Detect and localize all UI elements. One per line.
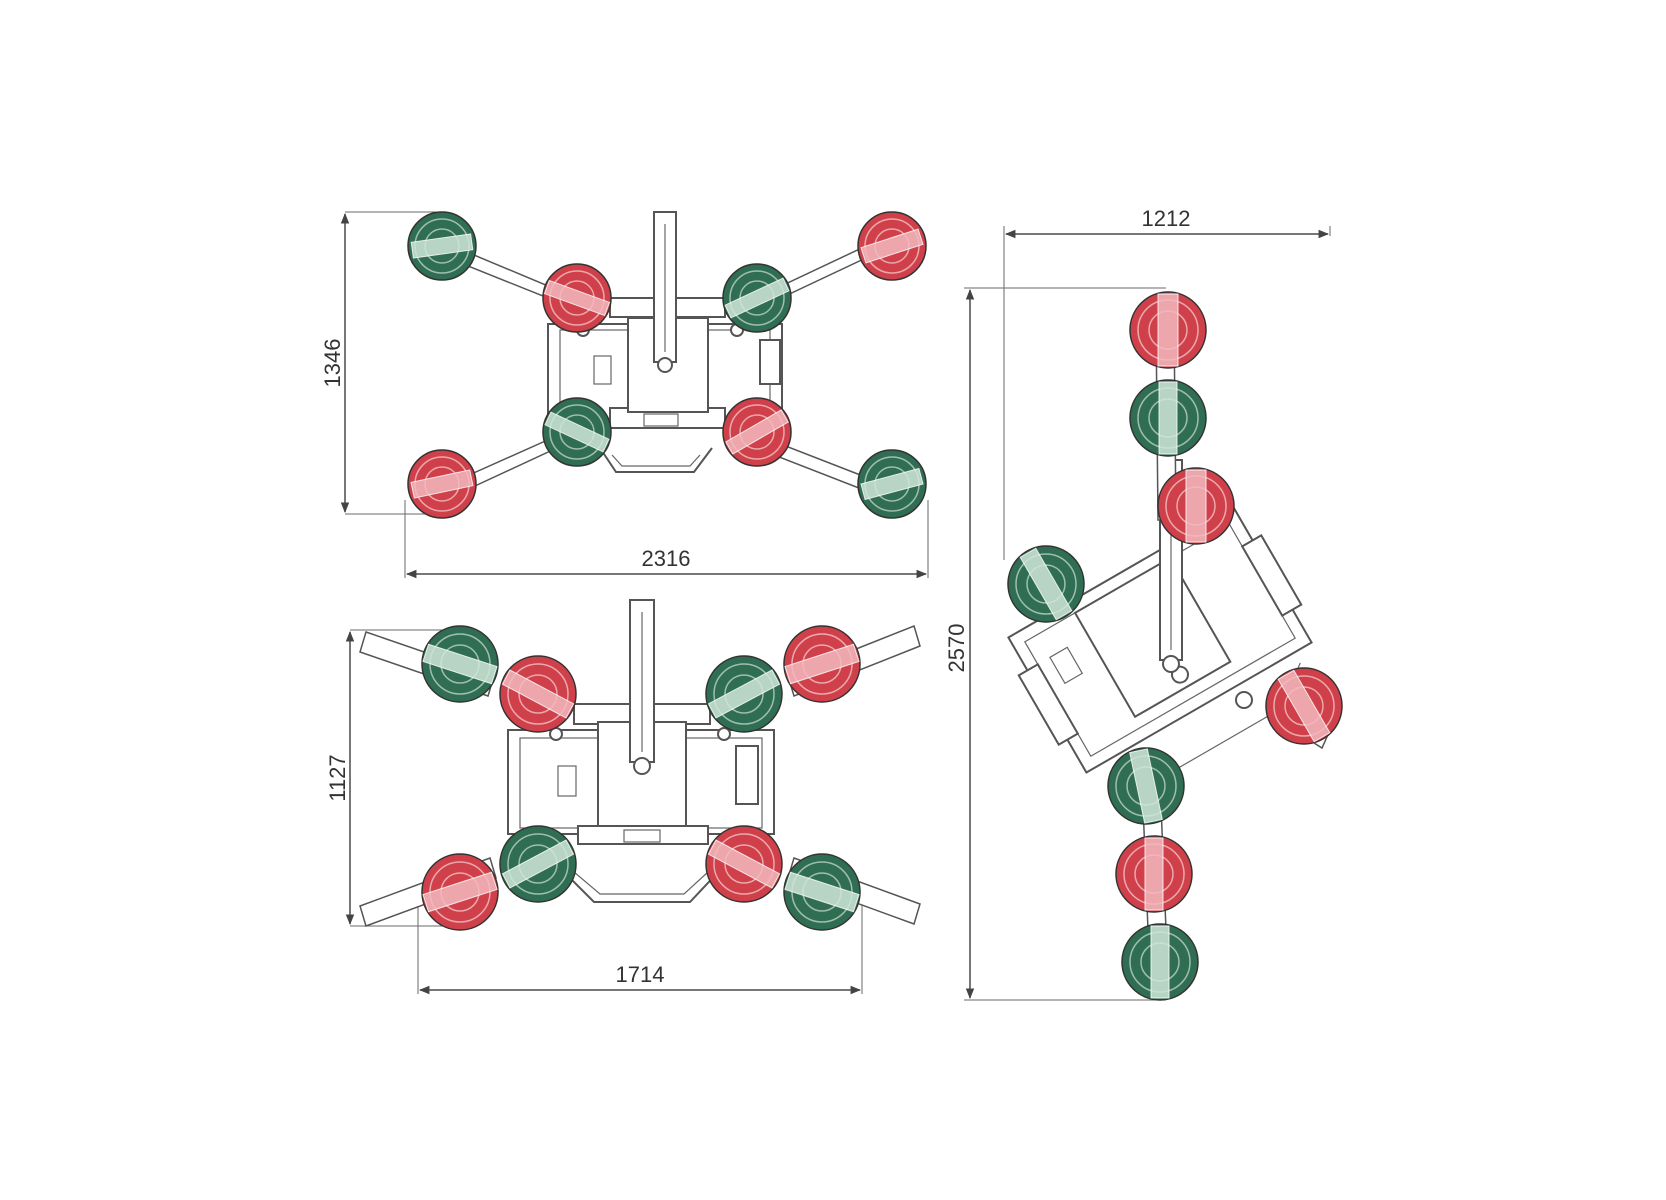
suction-cup-red [722, 397, 792, 467]
height-label-bottom-left: 1127 [325, 754, 350, 801]
dimension-width-bottom-left: 1714 [417, 900, 863, 995]
suction-cup-green [407, 211, 477, 281]
suction-cup-green [1129, 379, 1207, 457]
suction-cup-red [407, 449, 477, 519]
dimension-height-top-left: 1346 [320, 211, 440, 515]
suction-cup-red [1157, 467, 1235, 545]
suction-cup-red [1265, 667, 1343, 745]
lifter-body-top-left [547, 211, 783, 473]
suction-cup-red [705, 825, 783, 903]
suction-cup-red [542, 263, 612, 333]
suction-cup-green [783, 853, 861, 931]
suction-cup-green [722, 263, 792, 333]
dimension-width-top-left: 2316 [404, 500, 929, 579]
height-label-top-left: 1346 [320, 339, 345, 388]
suction-cup-green [421, 625, 499, 703]
suction-cup-green [499, 825, 577, 903]
suction-cup-red [783, 625, 861, 703]
width-label-bottom-left: 1714 [616, 962, 665, 987]
suction-cup-green [1121, 923, 1199, 1001]
dimension-height-right: 2570 [944, 287, 1166, 1001]
suction-cup-red [857, 211, 927, 281]
lifter-body-bottom-left [507, 599, 775, 903]
dimension-width-right: 1212 [1003, 206, 1331, 560]
suction-cup-green [542, 397, 612, 467]
suction-cup-red [499, 655, 577, 733]
view-top-left: 1346 2316 [320, 211, 929, 579]
height-label-right: 2570 [944, 624, 969, 673]
suction-cup-red [1129, 291, 1207, 369]
suction-cup-green [705, 655, 783, 733]
width-label-right: 1212 [1142, 206, 1191, 231]
suction-cup-green [1107, 747, 1185, 825]
view-right: 1212 2570 [944, 206, 1343, 1001]
suction-cup-red [421, 853, 499, 931]
width-label-top-left: 2316 [642, 546, 691, 571]
view-bottom-left: 1127 1714 [325, 599, 921, 995]
suction-cup-red [1115, 835, 1193, 913]
suction-cup-green [1007, 545, 1085, 623]
suction-cup-green [857, 449, 927, 519]
